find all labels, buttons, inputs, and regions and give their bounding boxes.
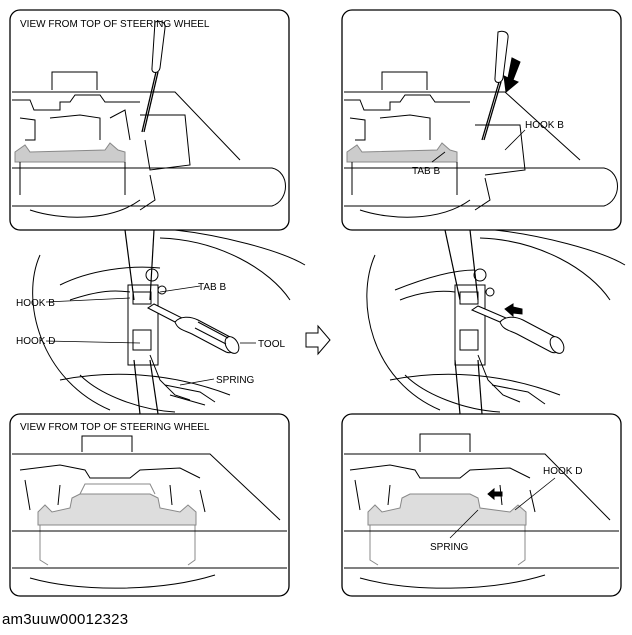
bottom-left-header: VIEW FROM TOP OF STEERING WHEEL [20,422,210,433]
label-spring: SPRING [216,375,255,386]
middle-right-assembly [366,229,626,415]
label-tool: TOOL [258,339,285,350]
panel-top-right [341,9,622,231]
label-hook-b-top-right: HOOK B [525,120,564,131]
label-tab-b-top-right: TAB B [412,166,440,177]
steering-wheel-service-diagram: TAB B HOOK B HOOK D TOOL SPRING [9,9,626,597]
label-spring-bottom-right: SPRING [430,542,469,553]
label-hook-b: HOOK B [16,298,55,309]
label-hook-d-bottom-right: HOOK D [543,466,582,477]
panel-bottom-right [341,413,622,597]
push-left-arrow-icon [487,487,503,501]
next-step-arrow-icon [305,324,331,356]
push-arrow-icon [504,303,523,318]
middle-left-assembly [32,229,306,415]
figure-caption: am3uuw00012323 [2,611,129,628]
label-tab-b: TAB B [198,282,226,293]
label-hook-d: HOOK D [16,336,55,347]
panel-bottom-left [9,413,290,597]
press-down-arrow-icon [503,57,521,93]
panel-top-left [9,9,290,231]
top-left-header: VIEW FROM TOP OF STEERING WHEEL [20,19,210,30]
